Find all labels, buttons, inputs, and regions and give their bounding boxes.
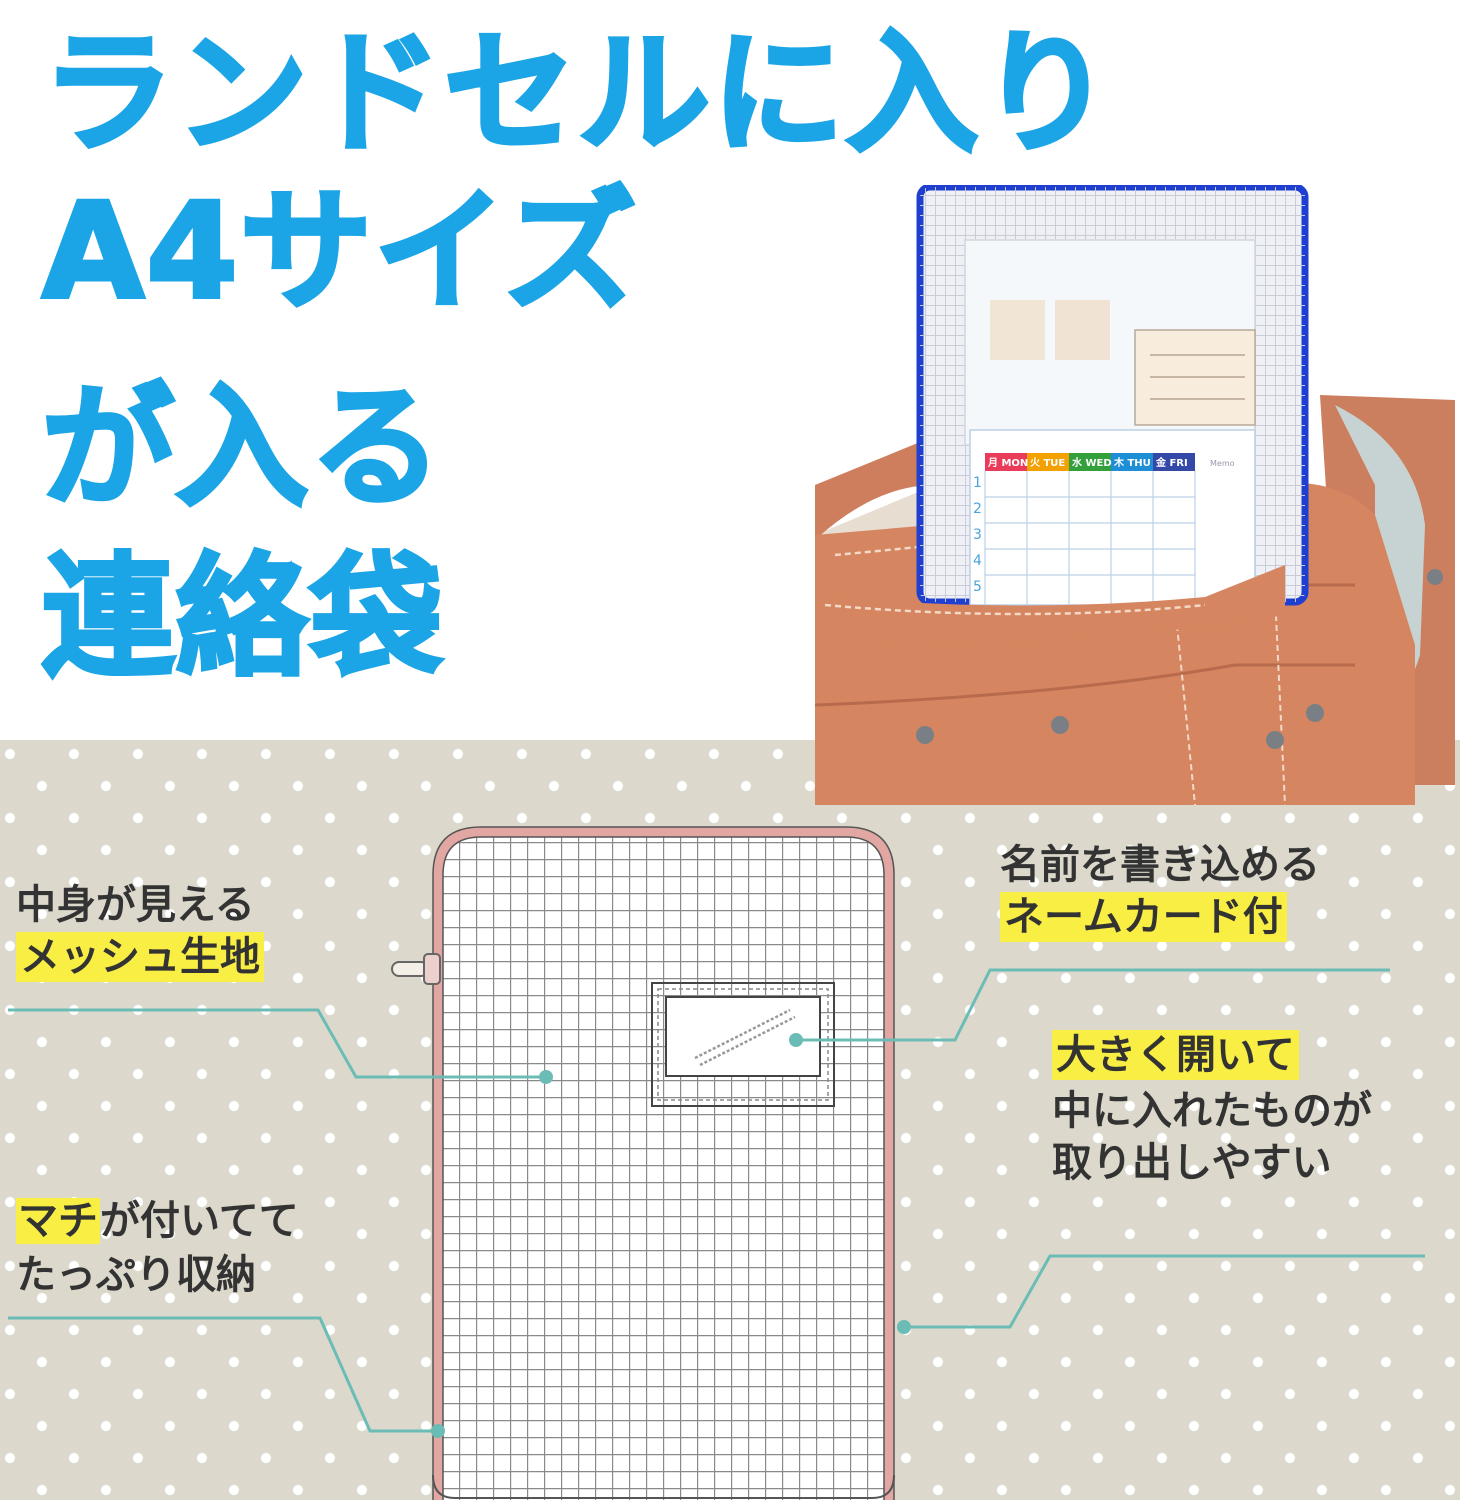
timetable-fri: 金 FRI xyxy=(1155,456,1188,469)
callout-gusset-line2: たっぷり収納 xyxy=(16,1252,256,1298)
callout-open-line2: 中に入れたものが xyxy=(1052,1088,1372,1134)
zipper-pull-icon xyxy=(391,953,441,985)
randoseru-photo: 月 MON 火 TUE 水 WED 木 THU 金 FRI Memo 1 2 3… xyxy=(815,185,1455,805)
timetable-row-4: 4 xyxy=(973,553,982,569)
headline-line-3: が入る xyxy=(40,371,444,525)
headline-line-2: A4サイズ xyxy=(40,175,639,329)
timetable-mon: 月 MON xyxy=(987,457,1028,469)
diagram-panel: 中身が見える メッシュ生地 マチが付いてて たっぷり収納 名前を書き込める ネー… xyxy=(0,740,1460,1500)
timetable-row-5: 5 xyxy=(973,579,982,595)
timetable-row-1: 1 xyxy=(973,475,982,491)
timetable-row-2: 2 xyxy=(973,501,982,517)
timetable-tue: 火 TUE xyxy=(1030,457,1065,469)
callout-open: 大きく開いて 中に入れたものが 取り出しやすい xyxy=(1052,1030,1372,1188)
callout-namecard-line1: 名前を書き込める xyxy=(1000,842,1320,888)
leader-dots xyxy=(431,1033,911,1438)
callout-mesh-highlight: メッシュ生地 xyxy=(16,932,264,982)
callout-gusset-rest: が付いてて xyxy=(100,1198,299,1244)
mesh-bag xyxy=(391,826,895,1500)
zipper xyxy=(433,827,894,1500)
callout-mesh: 中身が見える メッシュ生地 xyxy=(16,880,264,982)
bag-diagram xyxy=(8,826,1425,1500)
callout-open-line3: 取り出しやすい xyxy=(1052,1140,1332,1186)
callout-namecard-highlight: ネームカード付 xyxy=(1000,892,1287,942)
leader-lines xyxy=(8,968,1425,1433)
callout-namecard: 名前を書き込める ネームカード付 xyxy=(1000,840,1320,942)
callout-gusset-highlight: マチ xyxy=(16,1198,100,1244)
callout-mesh-line1: 中身が見える xyxy=(16,882,255,928)
timetable-memo: Memo xyxy=(1210,459,1235,468)
headline-line-1: ランドセルに入り xyxy=(40,17,1114,171)
mesh-fabric xyxy=(442,836,885,1500)
headline-line-4: 連絡袋 xyxy=(40,541,444,695)
photo-mesh-bag: 月 MON 火 TUE 水 WED 木 THU 金 FRI Memo 1 2 3… xyxy=(916,185,1309,606)
callout-gusset: マチが付いてて たっぷり収納 xyxy=(16,1196,299,1300)
callout-open-highlight: 大きく開いて xyxy=(1052,1030,1299,1080)
timetable-thu: 木 THU xyxy=(1113,456,1151,469)
timetable-row-3: 3 xyxy=(973,527,982,543)
timetable-wed: 水 WED xyxy=(1071,456,1112,469)
